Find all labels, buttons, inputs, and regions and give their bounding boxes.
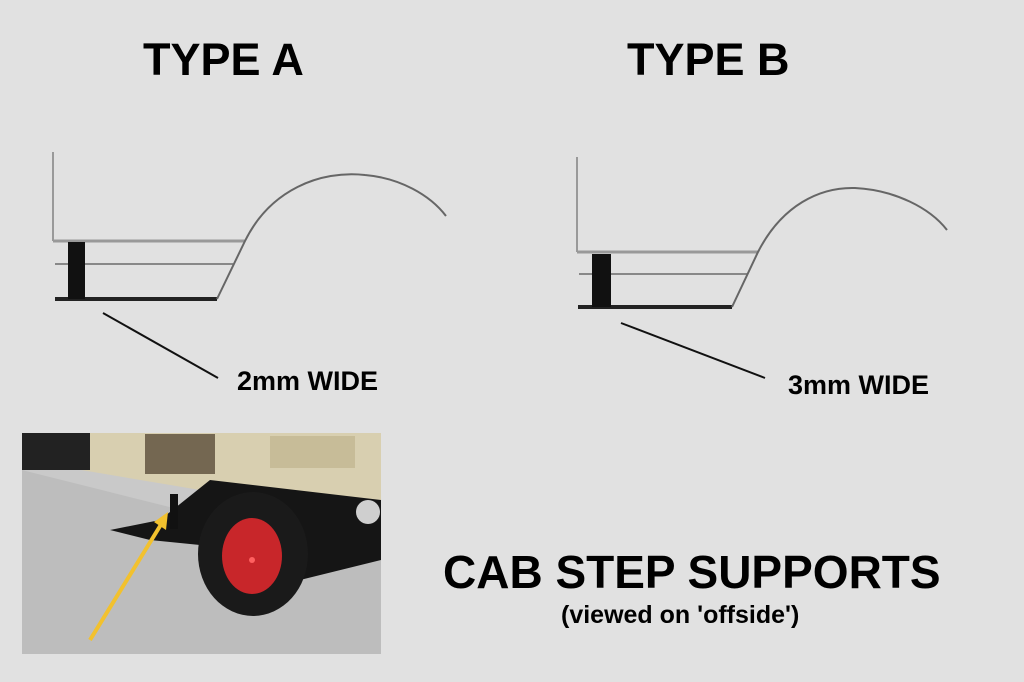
- type-b-title: TYPE B: [627, 34, 790, 85]
- caption-title: CAB STEP SUPPORTS: [443, 546, 941, 598]
- pointer-line-a: [102, 312, 219, 379]
- type-a-title: TYPE A: [143, 34, 304, 85]
- step-support-a: [68, 242, 85, 299]
- step-support-b: [592, 254, 611, 307]
- type-a-drawing: [52, 152, 447, 379]
- caption-subtitle: (viewed on 'offside'): [561, 601, 800, 629]
- pointer-line-b: [620, 322, 766, 379]
- type-b-drawing: [576, 157, 948, 379]
- type-a-width-label: 2mm WIDE: [237, 366, 379, 396]
- yellow-arrow: [88, 516, 167, 642]
- type-b-width-label: 3mm WIDE: [788, 370, 930, 400]
- model-photo: [22, 433, 381, 654]
